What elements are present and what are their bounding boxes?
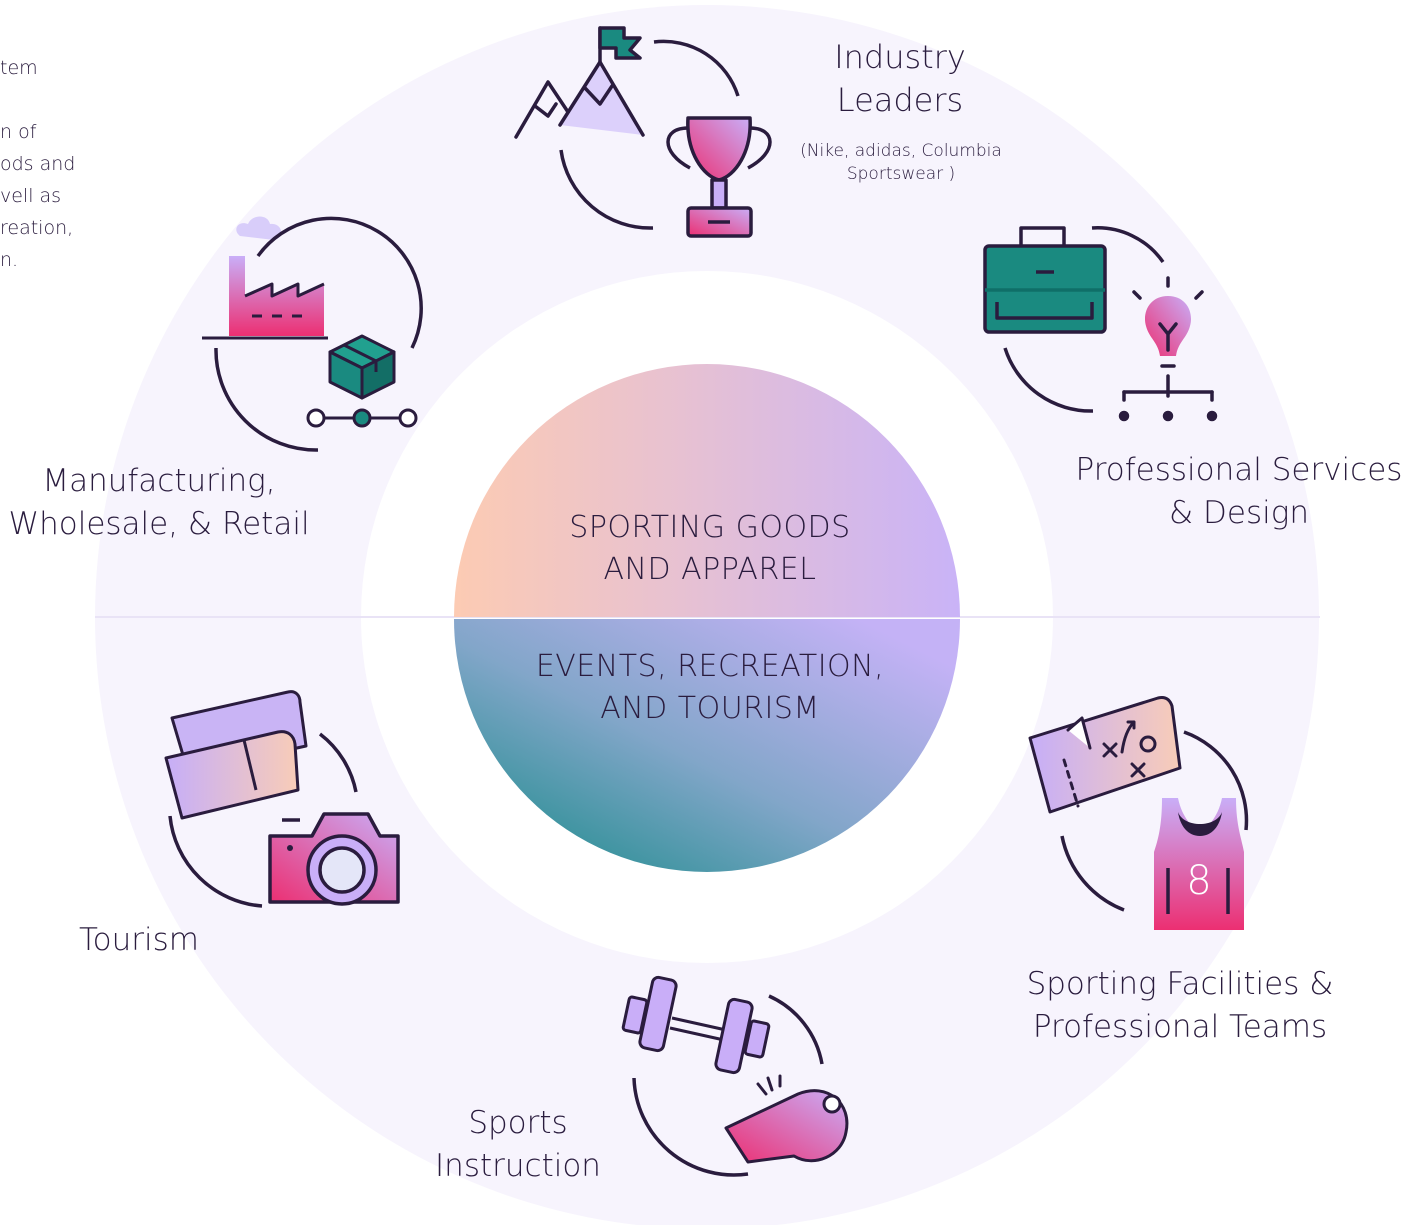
label-line: & Design	[1169, 495, 1309, 531]
connector-arc	[559, 149, 654, 230]
intro-line: reation,	[0, 217, 74, 239]
center-line: AND TOURISM	[600, 691, 820, 726]
center-bottom-half	[454, 619, 960, 872]
note-line: Sportswear )	[846, 164, 956, 184]
intro-line: n of	[0, 121, 37, 143]
connector-arc	[768, 994, 824, 1065]
connector-arc	[653, 39, 740, 97]
center-top-half	[454, 364, 960, 617]
label-industry-leaders: Industry Leaders	[800, 36, 1000, 122]
center-bottom-label: EVENTS, RECREATION, AND TOURISM	[500, 646, 920, 730]
connector-arc	[1060, 835, 1125, 912]
center-line: EVENTS, RECREATION,	[535, 649, 885, 684]
camera-icon	[268, 812, 400, 906]
jersey-icon: 8	[1154, 798, 1244, 930]
connector-arc	[1091, 226, 1165, 264]
label-line: Wholesale, & Retail	[8, 506, 310, 542]
center-top-label: SPORTING GOODS AND APPAREL	[510, 507, 910, 591]
trophy-icon	[666, 116, 772, 238]
label-line: Manufacturing,	[42, 463, 276, 499]
label-line: Leaders	[836, 81, 964, 119]
label-tourism: Tourism	[64, 919, 214, 962]
label-line: Tourism	[79, 922, 199, 958]
connector-arc	[256, 216, 423, 349]
center-line: AND APPAREL	[603, 552, 817, 587]
label-professional-services: Professional Services & Design	[1064, 449, 1414, 535]
intro-line: tem	[0, 57, 38, 79]
connector-arc	[1003, 347, 1094, 413]
label-line: Instruction	[435, 1148, 601, 1184]
intro-text-fragment: tem n of ods and vell as reation, n.	[0, 0, 95, 290]
label-sports-instruction: Sports Instruction	[420, 1102, 616, 1188]
label-line: Sports	[468, 1105, 568, 1141]
industry-leaders-examples: (Nike, adidas, Columbia Sportswear )	[790, 140, 1012, 186]
dumbbell-icon	[621, 975, 771, 1075]
intro-line: n.	[0, 249, 19, 271]
label-sporting-facilities: Sporting Facilities & Professional Teams	[1010, 963, 1350, 1049]
label-manufacturing: Manufacturing, Wholesale, & Retail	[4, 460, 314, 546]
connector-arc	[168, 815, 263, 908]
label-line: Professional Teams	[1032, 1009, 1328, 1045]
briefcase-icon	[983, 226, 1107, 334]
connector-arc	[1183, 730, 1249, 831]
package-icon	[306, 334, 418, 428]
playbook-icon	[1028, 696, 1182, 814]
whistle-icon	[724, 1074, 849, 1164]
connector-arc	[214, 347, 319, 452]
jersey-number: 8	[1186, 858, 1211, 904]
intro-line: ods and	[0, 153, 76, 175]
center-line: SPORTING GOODS	[569, 510, 851, 545]
connector-arc	[318, 732, 358, 793]
label-line: Sporting Facilities &	[1026, 966, 1334, 1002]
connector-arc	[632, 1077, 749, 1177]
intro-line: vell as	[0, 185, 62, 207]
note-line: (Nike, adidas, Columbia	[800, 141, 1002, 161]
factory-icon	[202, 216, 328, 340]
lightbulb-icon	[1118, 276, 1218, 422]
tickets-icon	[164, 690, 308, 820]
label-line: Professional Services	[1075, 452, 1403, 488]
mountain-flag-icon	[514, 26, 645, 139]
label-line: Industry	[834, 38, 966, 76]
